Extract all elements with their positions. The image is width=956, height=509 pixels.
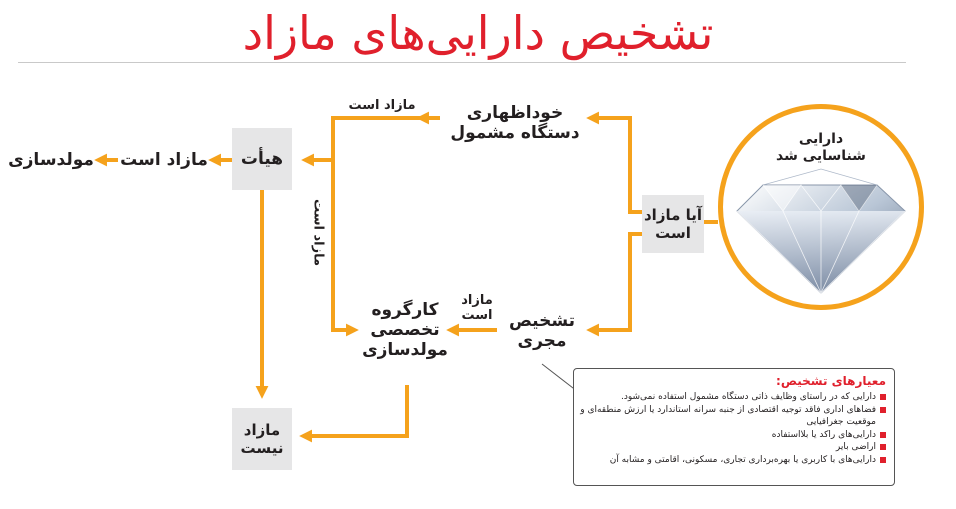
square-bullet-icon (880, 456, 886, 463)
edge-label-exec-to-group: مازاد است (461, 293, 493, 323)
list-item: اراضی بایر (580, 441, 886, 454)
list-item: دارایی‌های راکد یا بلااستفاده (580, 429, 886, 442)
square-bullet-icon (880, 431, 886, 438)
not-surplus-box: مازاد نیست (232, 408, 292, 470)
criteria-list: دارایی که در راستای وظایف ذاتی دستگاه مش… (580, 391, 886, 466)
list-item: دارایی که در راستای وظایف ذاتی دستگاه مش… (580, 391, 886, 404)
identified-asset-label: دارایی شناسایی شد (776, 131, 866, 164)
edge-label-self-to-board: مازاد است (348, 98, 416, 113)
board-box: هیأت (232, 128, 292, 190)
arrow-to-executive (586, 232, 645, 337)
productization-label: مولدسازی (8, 150, 94, 170)
identified-asset-circle: دارایی شناسایی شد (718, 104, 924, 310)
is-surplus-box: آیا مازاد است (642, 195, 704, 253)
board-label: هیأت (240, 149, 284, 169)
title-divider (18, 62, 906, 63)
working-group-label: کارگروه تخصصی مولدسازی (362, 300, 448, 360)
criteria-callout: معیارهای تشخیص: دارایی که در راستای وظای… (573, 368, 895, 486)
criteria-item-text: دارایی‌های راکد یا بلااستفاده (771, 429, 876, 440)
arrow-self-to-board (301, 116, 425, 167)
square-bullet-icon (880, 406, 886, 413)
list-item: فضاهای اداری فاقد توجیه اقتصادی از جنبه … (580, 404, 886, 429)
criteria-item-text: اراضی بایر (835, 442, 876, 452)
self-declaration-label: خوداظهاری دستگاه مشمول (450, 103, 580, 143)
edge-label-board-to-productization: مازاد است (120, 150, 208, 170)
criteria-item-text: دارایی‌های با کاربری یا بهره‌برداری تجار… (609, 454, 876, 465)
line-left-vertical (331, 160, 342, 332)
not-surplus-label: مازاد نیست (240, 421, 284, 457)
edge-label-vertical: مازاد است (310, 198, 326, 267)
diamond-icon (736, 168, 906, 294)
square-bullet-icon (880, 444, 886, 450)
is-surplus-label: آیا مازاد است (643, 206, 703, 242)
executive-diagnosis-label: تشخیص مجری (508, 311, 576, 351)
arrow-group-to-not-surplus (299, 385, 409, 443)
page-title: تشخیص دارایی‌های مازاد (242, 6, 714, 60)
square-bullet-icon (880, 394, 886, 400)
criteria-item-text: فضاهای اداری فاقد توجیه اقتصادی از جنبه … (580, 404, 876, 428)
criteria-item-text: دارایی که در راستای وظایف ذاتی دستگاه مش… (620, 392, 876, 402)
criteria-title: معیارهای تشخیص: (776, 374, 886, 388)
list-item: دارایی‌های با کاربری یا بهره‌برداری تجار… (580, 454, 886, 467)
arrow-to-self-declaration (586, 111, 645, 214)
